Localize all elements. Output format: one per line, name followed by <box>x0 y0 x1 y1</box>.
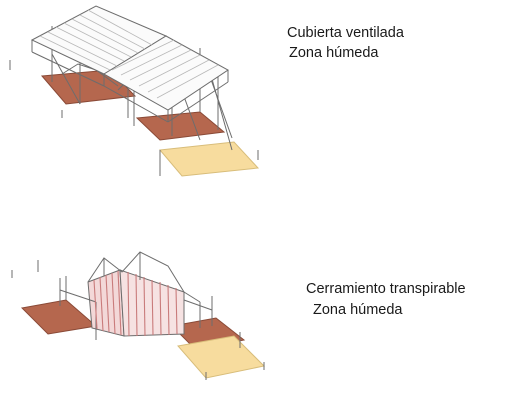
floor-wet-right <box>135 111 226 141</box>
caption-bottom-subtitle: Zona húmeda <box>313 302 403 318</box>
caption-top-subtitle: Zona húmeda <box>289 45 379 61</box>
caption-top-title: Cubierta ventilada <box>287 25 404 41</box>
roof-slats <box>39 9 219 99</box>
module-ventilated-roof <box>9 5 260 177</box>
module-breathable-enclosure <box>11 251 266 380</box>
floor-wet-left-2 <box>20 299 98 335</box>
wall-stripes <box>93 270 178 337</box>
floor-yard <box>159 141 260 177</box>
caption-bottom-title: Cerramiento transpirable <box>306 281 466 297</box>
